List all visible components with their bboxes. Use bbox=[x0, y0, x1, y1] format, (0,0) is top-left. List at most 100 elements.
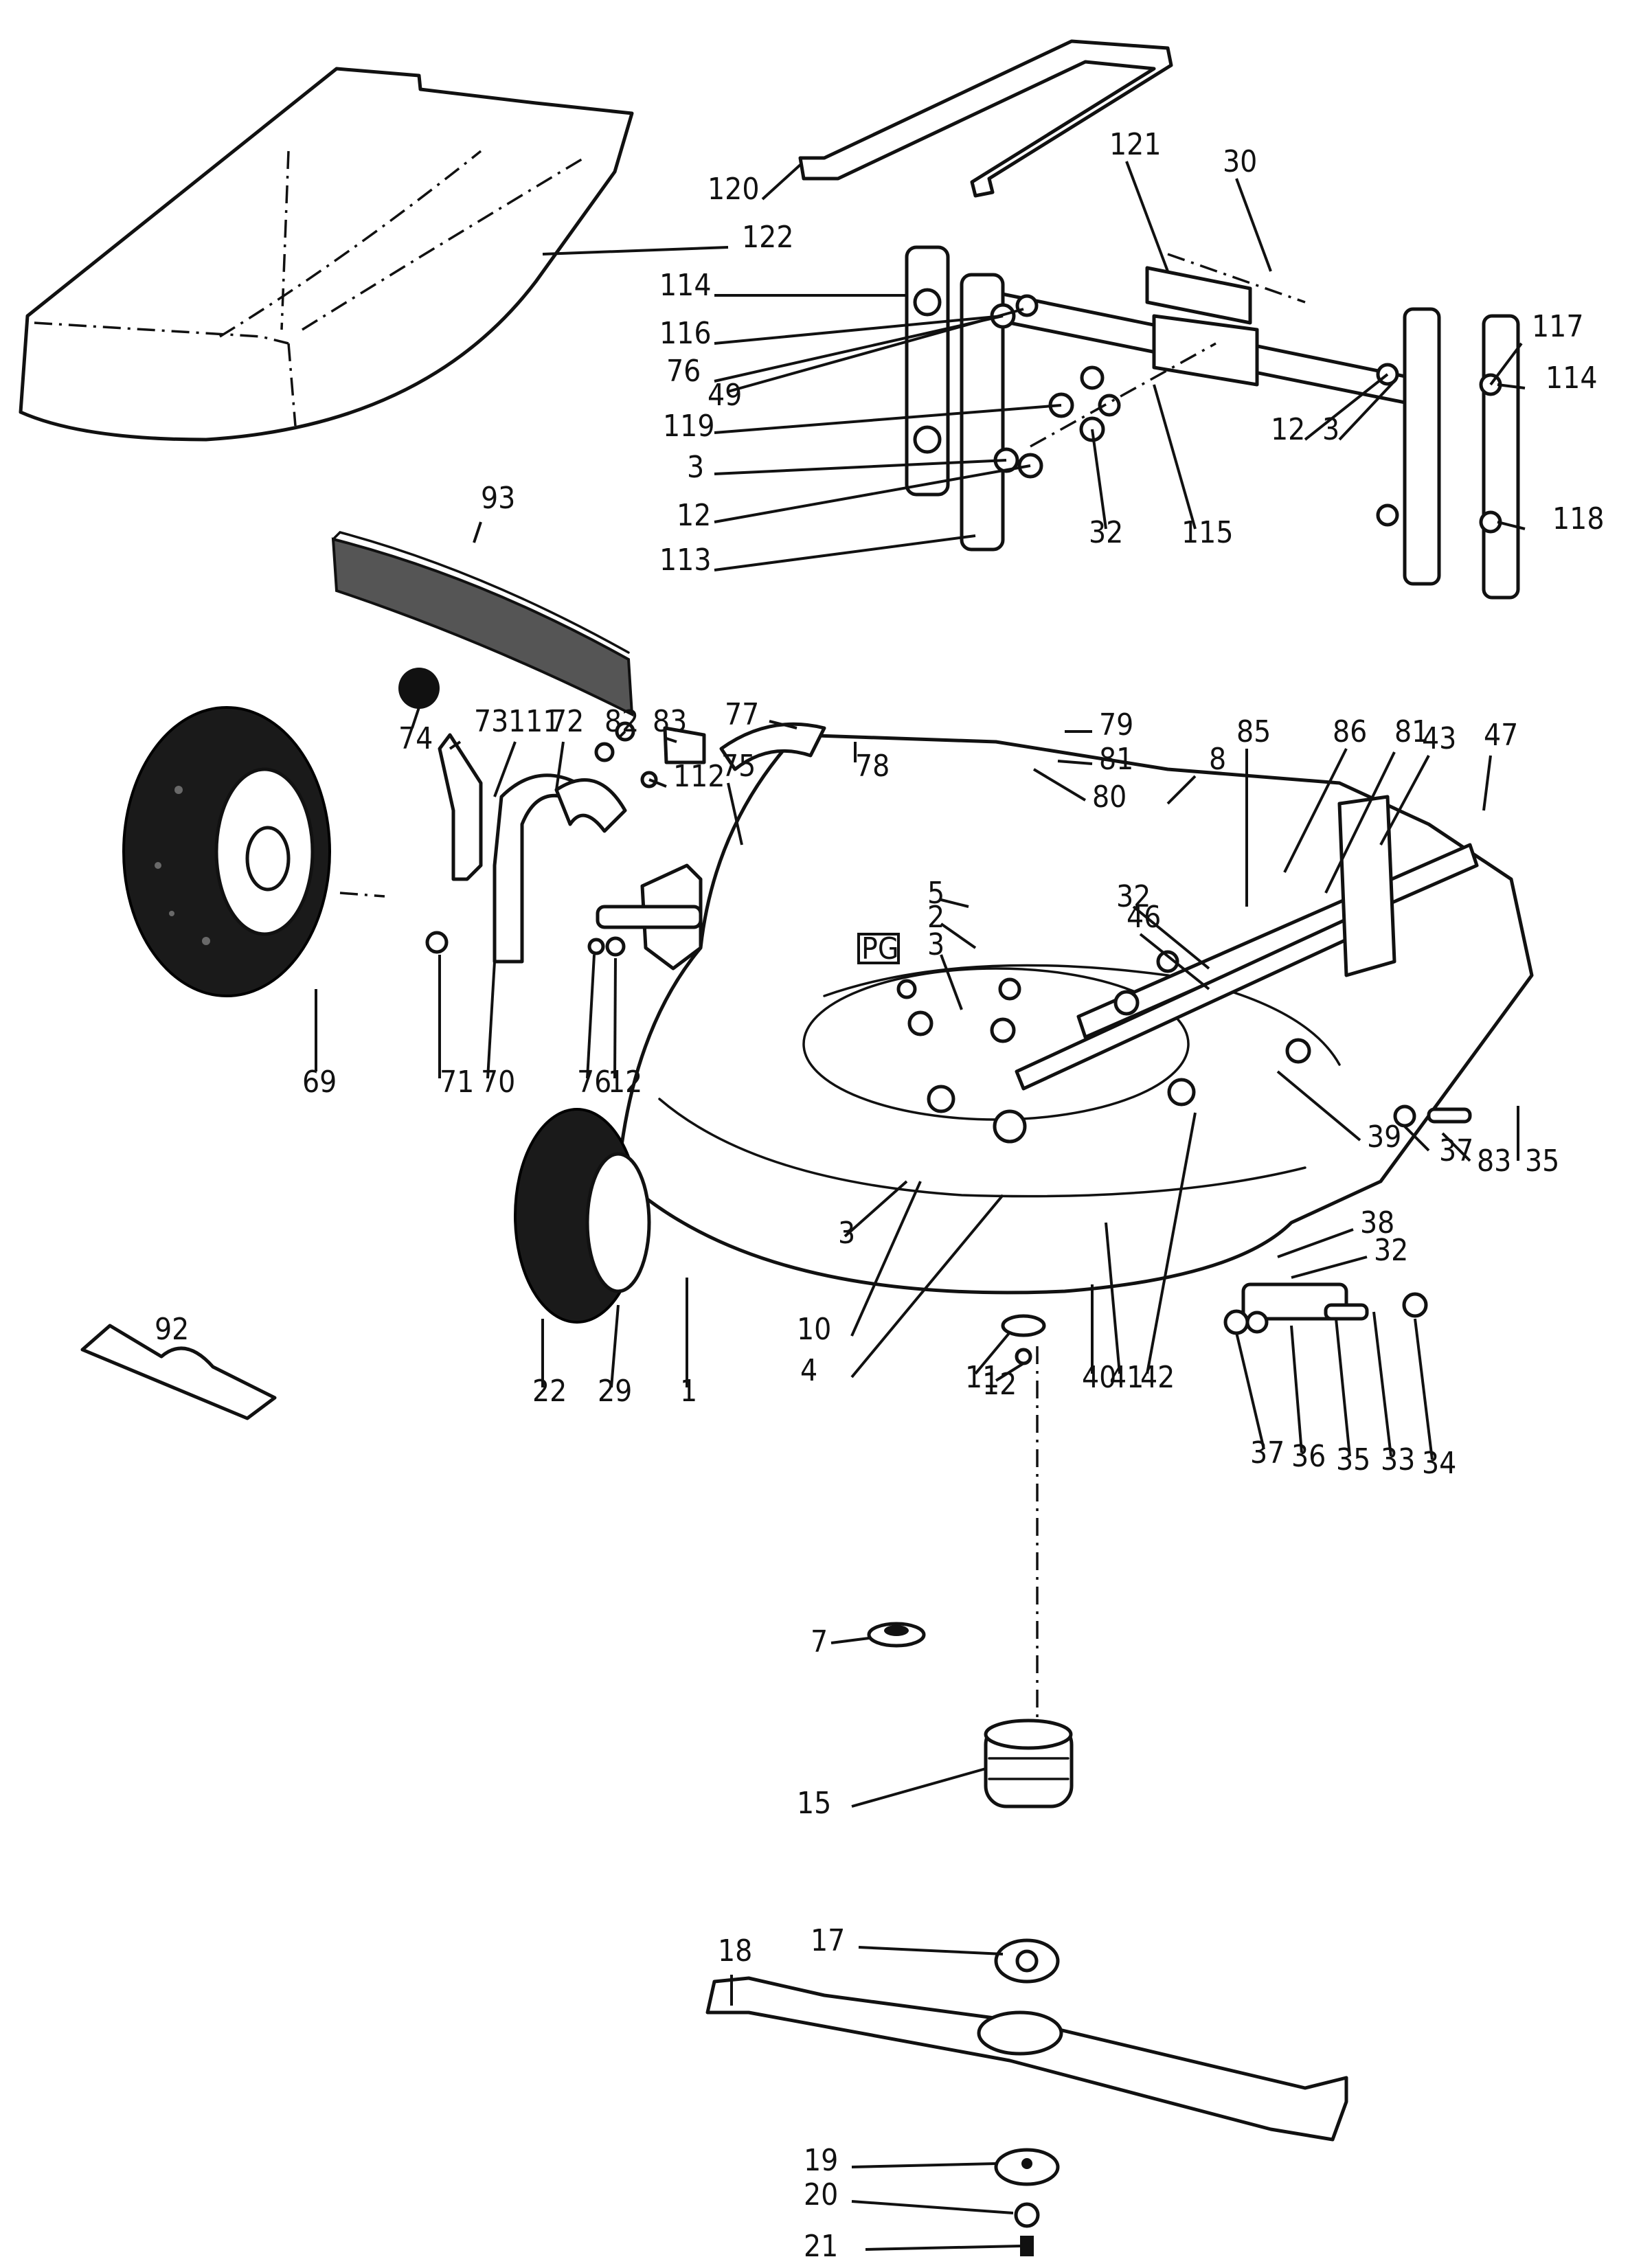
leader-line-75 bbox=[727, 782, 743, 846]
mower-deck[interactable] bbox=[616, 722, 1534, 1295]
callout-label-78: 78 bbox=[855, 749, 890, 784]
callout-label-114: 114 bbox=[659, 268, 712, 303]
adjuster-bracket-72 bbox=[554, 778, 627, 833]
leader-line-8 bbox=[1166, 775, 1197, 805]
callout-label-81: 81 bbox=[1394, 714, 1429, 749]
callout-label-22: 22 bbox=[532, 1374, 567, 1409]
leader-line-17 bbox=[858, 1946, 1004, 1955]
blade-adapter-15[interactable] bbox=[984, 1719, 1074, 1808]
leader-line-4 bbox=[850, 1194, 1004, 1379]
callout-label-3: 3 bbox=[927, 927, 944, 962]
leader-line-7 bbox=[830, 1637, 870, 1644]
leader-line-38 bbox=[1277, 1228, 1354, 1258]
rear-flap-43 bbox=[1337, 795, 1396, 977]
blade-boss-17[interactable] bbox=[994, 1938, 1060, 1984]
rear-wheel[interactable] bbox=[122, 706, 331, 997]
callout-label-92: 92 bbox=[155, 1312, 189, 1347]
leader-line-43 bbox=[1379, 755, 1430, 846]
callout-label-32: 32 bbox=[1089, 515, 1123, 550]
deflector-felt[interactable] bbox=[331, 531, 634, 717]
leader-line-47 bbox=[1482, 755, 1492, 811]
callout-label-72: 72 bbox=[550, 704, 584, 739]
callout-label-10: 10 bbox=[797, 1312, 831, 1347]
callout-label-79: 79 bbox=[1099, 707, 1133, 742]
callout-label-76: 76 bbox=[666, 354, 701, 389]
leader-line-34 bbox=[1414, 1318, 1434, 1460]
callout-label-80: 80 bbox=[1092, 780, 1127, 815]
adjuster-lever-73 bbox=[438, 733, 483, 881]
callout-label-43: 43 bbox=[1422, 721, 1456, 756]
leader-line-10 bbox=[850, 1181, 922, 1337]
callout-label-76: 76 bbox=[577, 1065, 611, 1100]
side-bracket-parts[interactable] bbox=[1223, 1104, 1472, 1335]
callout-label-81: 81 bbox=[1099, 742, 1133, 777]
callout-label-32: 32 bbox=[1374, 1233, 1408, 1268]
washer-76 bbox=[587, 938, 605, 955]
handle-label-plate-121 bbox=[1145, 266, 1252, 325]
callout-label-122: 122 bbox=[742, 220, 794, 255]
callout-label-46: 46 bbox=[1127, 900, 1161, 935]
engine-washer-7[interactable] bbox=[867, 1622, 926, 1648]
cover-plate[interactable] bbox=[80, 1324, 277, 1420]
callout-label-115: 115 bbox=[1181, 515, 1234, 550]
leader-line-82 bbox=[617, 730, 626, 740]
callout-label-12: 12 bbox=[608, 1065, 642, 1100]
leader-line-72 bbox=[555, 741, 565, 791]
callout-label-35: 35 bbox=[1525, 1144, 1559, 1179]
leader-line-81 bbox=[1324, 751, 1396, 894]
leader-line-86 bbox=[1283, 748, 1348, 873]
leader-line-70 bbox=[486, 961, 496, 1079]
handle-bracket-right[interactable] bbox=[1376, 307, 1520, 600]
leader-line-3 bbox=[844, 1180, 908, 1238]
callout-label-42: 42 bbox=[1140, 1360, 1175, 1395]
grass-catcher[interactable] bbox=[19, 67, 634, 442]
callout-label-12: 12 bbox=[677, 498, 711, 533]
axis-line bbox=[339, 892, 385, 898]
leader-line-3 bbox=[714, 459, 1007, 475]
callout-label-111: 111 bbox=[508, 704, 561, 739]
lock-washer-20[interactable] bbox=[1014, 2202, 1040, 2228]
blade-washer-19[interactable] bbox=[994, 2148, 1060, 2186]
leader-line-3 bbox=[940, 954, 963, 1010]
callout-label-18: 18 bbox=[718, 1933, 752, 1969]
leader-line-74 bbox=[411, 707, 420, 729]
leader-line-76 bbox=[586, 954, 596, 1079]
leader-line-36 bbox=[1290, 1325, 1303, 1453]
callout-label-120: 120 bbox=[708, 172, 760, 207]
callout-label-15: 15 bbox=[797, 1786, 831, 1821]
leader-line-21 bbox=[865, 2245, 1021, 2251]
leader-line-46 bbox=[1139, 933, 1210, 990]
leader-line-35 bbox=[1335, 1318, 1351, 1457]
callout-label-49: 49 bbox=[708, 378, 742, 413]
leader-line-12 bbox=[1304, 373, 1389, 441]
callout-label-117: 117 bbox=[1532, 309, 1584, 344]
callout-label-19: 19 bbox=[804, 2143, 838, 2178]
leader-line-116 bbox=[714, 315, 1004, 345]
callout-label-74: 74 bbox=[398, 721, 433, 756]
axis-line bbox=[1167, 253, 1306, 304]
callout-label-41: 41 bbox=[1109, 1360, 1144, 1395]
handle-bracket-left[interactable] bbox=[905, 245, 1121, 552]
callout-label-85: 85 bbox=[1236, 714, 1271, 749]
upper-handle-bar[interactable] bbox=[798, 39, 1173, 198]
mower-blade-18[interactable] bbox=[705, 1976, 1348, 2142]
nut-12 bbox=[605, 936, 626, 957]
leader-line-11 bbox=[974, 1331, 1011, 1375]
callout-label-3: 3 bbox=[1322, 412, 1339, 447]
handle-crossbar[interactable] bbox=[973, 266, 1438, 411]
callout-label-1: 1 bbox=[680, 1374, 697, 1409]
leader-line-80 bbox=[1032, 768, 1087, 802]
callout-label-36: 36 bbox=[1291, 1439, 1326, 1474]
callout-label-83: 83 bbox=[653, 704, 687, 739]
leader-line-73 bbox=[449, 740, 462, 750]
axle bbox=[596, 905, 703, 929]
callout-label-21: 21 bbox=[804, 2229, 838, 2257]
callout-label-40: 40 bbox=[1082, 1360, 1116, 1395]
leader-line-12 bbox=[995, 1362, 1025, 1382]
blade-bolt-21[interactable] bbox=[1020, 2236, 1034, 2256]
front-wheel[interactable] bbox=[514, 1108, 651, 1324]
bolt-71 bbox=[425, 931, 449, 954]
leader-line-32 bbox=[1291, 1256, 1368, 1279]
